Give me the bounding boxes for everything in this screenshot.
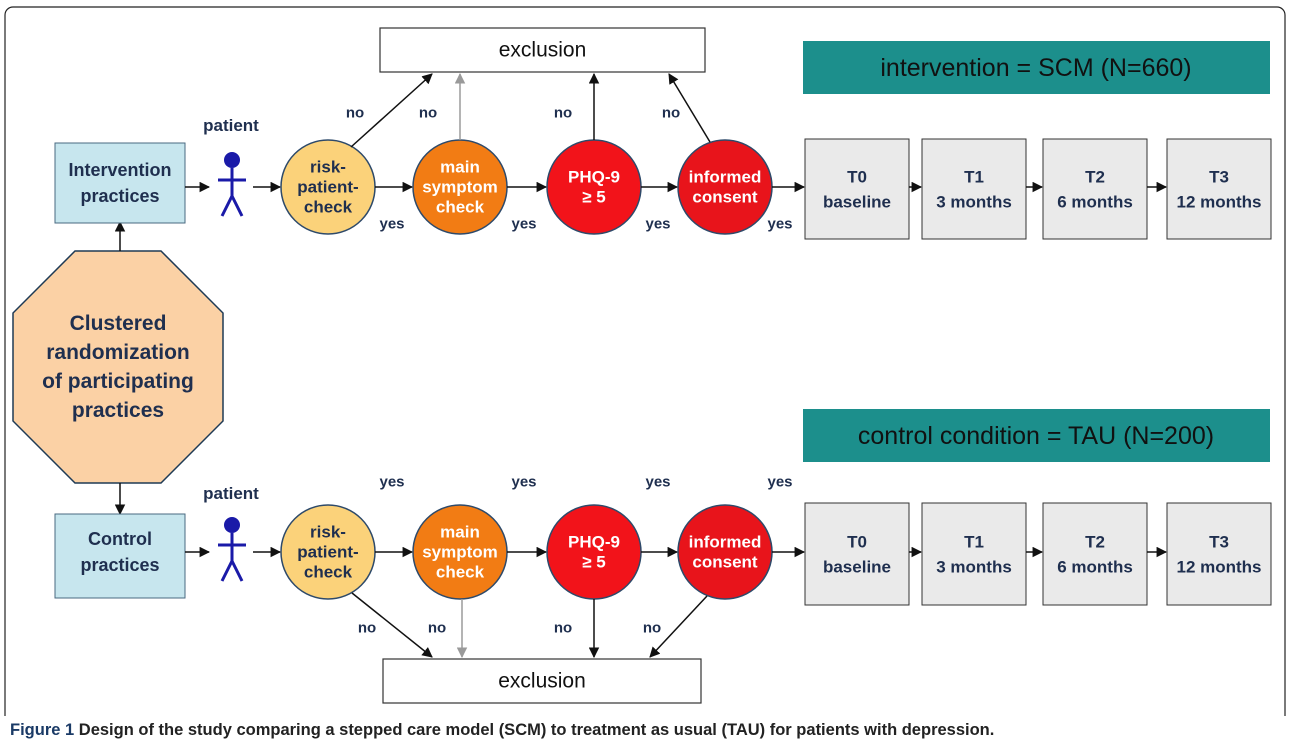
intervention-timepoint-t0-label: baseline <box>823 193 891 212</box>
figure-caption-label: Figure 1 <box>10 721 75 739</box>
intervention-practices-label-line-2: practices <box>80 186 159 206</box>
control-yes-label-3: yes <box>645 474 670 491</box>
intervention-step-3-label-line-2: ≥ 5 <box>582 188 606 207</box>
intervention-no-label-3: no <box>554 105 572 122</box>
intervention-step-2-label-line-2: symptom <box>422 178 498 197</box>
control-arm: control condition = TAU (N=200) Control pr… <box>54 409 1272 704</box>
control-no-label-4: no <box>643 620 661 637</box>
figure-caption-text: Design of the study comparing a stepped … <box>74 721 995 739</box>
control-step-2-label-line-2: symptom <box>422 543 498 562</box>
control-step-1-label-line-2: patient- <box>297 543 358 562</box>
control-yes-label-1: yes <box>379 474 404 491</box>
intervention-no-label-2: no <box>419 105 437 122</box>
intervention-step-2-label-line-3: check <box>436 198 485 217</box>
control-no-arrow-1 <box>351 592 433 658</box>
control-yes-label-4: yes <box>767 474 792 491</box>
intervention-timepoint-t0-box <box>804 138 910 240</box>
intervention-patient-label: patient <box>203 116 259 135</box>
control-step-4-label-line-1: informed <box>689 533 762 552</box>
study-design-diagram: Clustered randomization of participating pr… <box>4 6 1286 748</box>
intervention-timepoint-t2-code: T2 <box>1085 168 1105 187</box>
control-step-1-label-line-3: check <box>304 563 353 582</box>
intervention-no-label-1: no <box>346 105 364 122</box>
intervention-banner <box>803 41 1270 94</box>
intervention-patient-icon <box>218 152 246 217</box>
intervention-step-2-label-line-1: main <box>440 158 480 177</box>
intervention-timepoint-t1-label: 3 months <box>936 193 1012 212</box>
intervention-timepoint-t2-label: 6 months <box>1057 193 1133 212</box>
intervention-practices-box <box>54 142 186 224</box>
intervention-yes-label-1: yes <box>379 216 404 233</box>
intervention-no-arrow-4 <box>668 73 711 143</box>
figure-caption: Figure 1 Design of the study comparing a… <box>10 721 1280 740</box>
intervention-timepoint-t3-label: 12 months <box>1176 193 1261 212</box>
intervention-arm: intervention = SCM (N=660) Intervention pr… <box>54 27 1272 240</box>
randomization-octagon: Clustered randomization of participating pr… <box>12 250 224 484</box>
control-no-label-3: no <box>554 620 572 637</box>
control-step-1-label-line-1: risk- <box>310 523 346 542</box>
control-timepoint-t1-box <box>921 502 1027 606</box>
control-timepoint-t2-code: T2 <box>1085 533 1105 552</box>
intervention-timepoint-t0-code: T0 <box>847 168 867 187</box>
control-exclusion-label: exclusion <box>498 670 586 693</box>
control-banner <box>803 409 1270 462</box>
octagon-label-line-3: of participating <box>42 370 194 393</box>
control-timepoint-t0-code: T0 <box>847 533 867 552</box>
intervention-timepoint-t3-box <box>1166 138 1272 240</box>
intervention-yes-label-2: yes <box>511 216 536 233</box>
control-no-label-2: no <box>428 620 446 637</box>
control-timepoint-t1-label: 3 months <box>936 558 1012 577</box>
intervention-timepoint-t2-box <box>1042 138 1148 240</box>
control-timepoint-t2-box <box>1042 502 1148 606</box>
intervention-step-1-label-line-1: risk- <box>310 158 346 177</box>
control-practices-box <box>54 513 186 599</box>
intervention-yes-label-3: yes <box>645 216 670 233</box>
control-step-2-label-line-1: main <box>440 523 480 542</box>
octagon-label-line-1: Clustered <box>70 312 167 335</box>
intervention-step-4-label-line-2: consent <box>692 188 758 207</box>
octagon-label-line-4: practices <box>72 399 164 422</box>
control-timepoint-t3-code: T3 <box>1209 533 1229 552</box>
intervention-no-arrow-1 <box>350 73 433 148</box>
intervention-timepoint-t1-code: T1 <box>964 168 984 187</box>
control-yes-label-2: yes <box>511 474 536 491</box>
control-step-3-label-line-2: ≥ 5 <box>582 553 606 572</box>
intervention-no-label-4: no <box>662 105 680 122</box>
intervention-exclusion-label: exclusion <box>499 39 587 62</box>
control-banner-text: control condition = TAU (N=200) <box>858 422 1214 450</box>
control-patient-label: patient <box>203 484 259 503</box>
control-step-4-label-line-2: consent <box>692 553 758 572</box>
octagon-label-line-2: randomization <box>46 341 190 364</box>
control-timepoint-t1-code: T1 <box>964 533 984 552</box>
control-step-2-label-line-3: check <box>436 563 485 582</box>
control-practices-label-line-2: practices <box>80 555 159 575</box>
control-exclusion-box <box>382 658 702 704</box>
intervention-yes-label-4: yes <box>767 216 792 233</box>
control-patient-icon <box>218 517 246 582</box>
intervention-timepoint-t3-code: T3 <box>1209 168 1229 187</box>
control-timepoint-t2-label: 6 months <box>1057 558 1133 577</box>
intervention-banner-text: intervention = SCM (N=660) <box>880 54 1191 82</box>
intervention-step-1-label-line-2: patient- <box>297 178 358 197</box>
control-timepoint-t3-label: 12 months <box>1176 558 1261 577</box>
intervention-timepoint-t1-box <box>921 138 1027 240</box>
control-timepoint-t0-label: baseline <box>823 558 891 577</box>
control-timepoint-t0-box <box>804 502 910 606</box>
intervention-exclusion-box <box>379 27 706 73</box>
control-step-3-label-line-1: PHQ-9 <box>568 533 620 552</box>
intervention-practices-label-line-1: Intervention <box>68 160 171 180</box>
control-practices-label-line-1: Control <box>88 529 152 549</box>
intervention-step-1-label-line-3: check <box>304 198 353 217</box>
intervention-step-3-label-line-1: PHQ-9 <box>568 168 620 187</box>
control-no-label-1: no <box>358 620 376 637</box>
intervention-step-4-label-line-1: informed <box>689 168 762 187</box>
control-no-arrow-4 <box>649 595 708 658</box>
control-timepoint-t3-box <box>1166 502 1272 606</box>
